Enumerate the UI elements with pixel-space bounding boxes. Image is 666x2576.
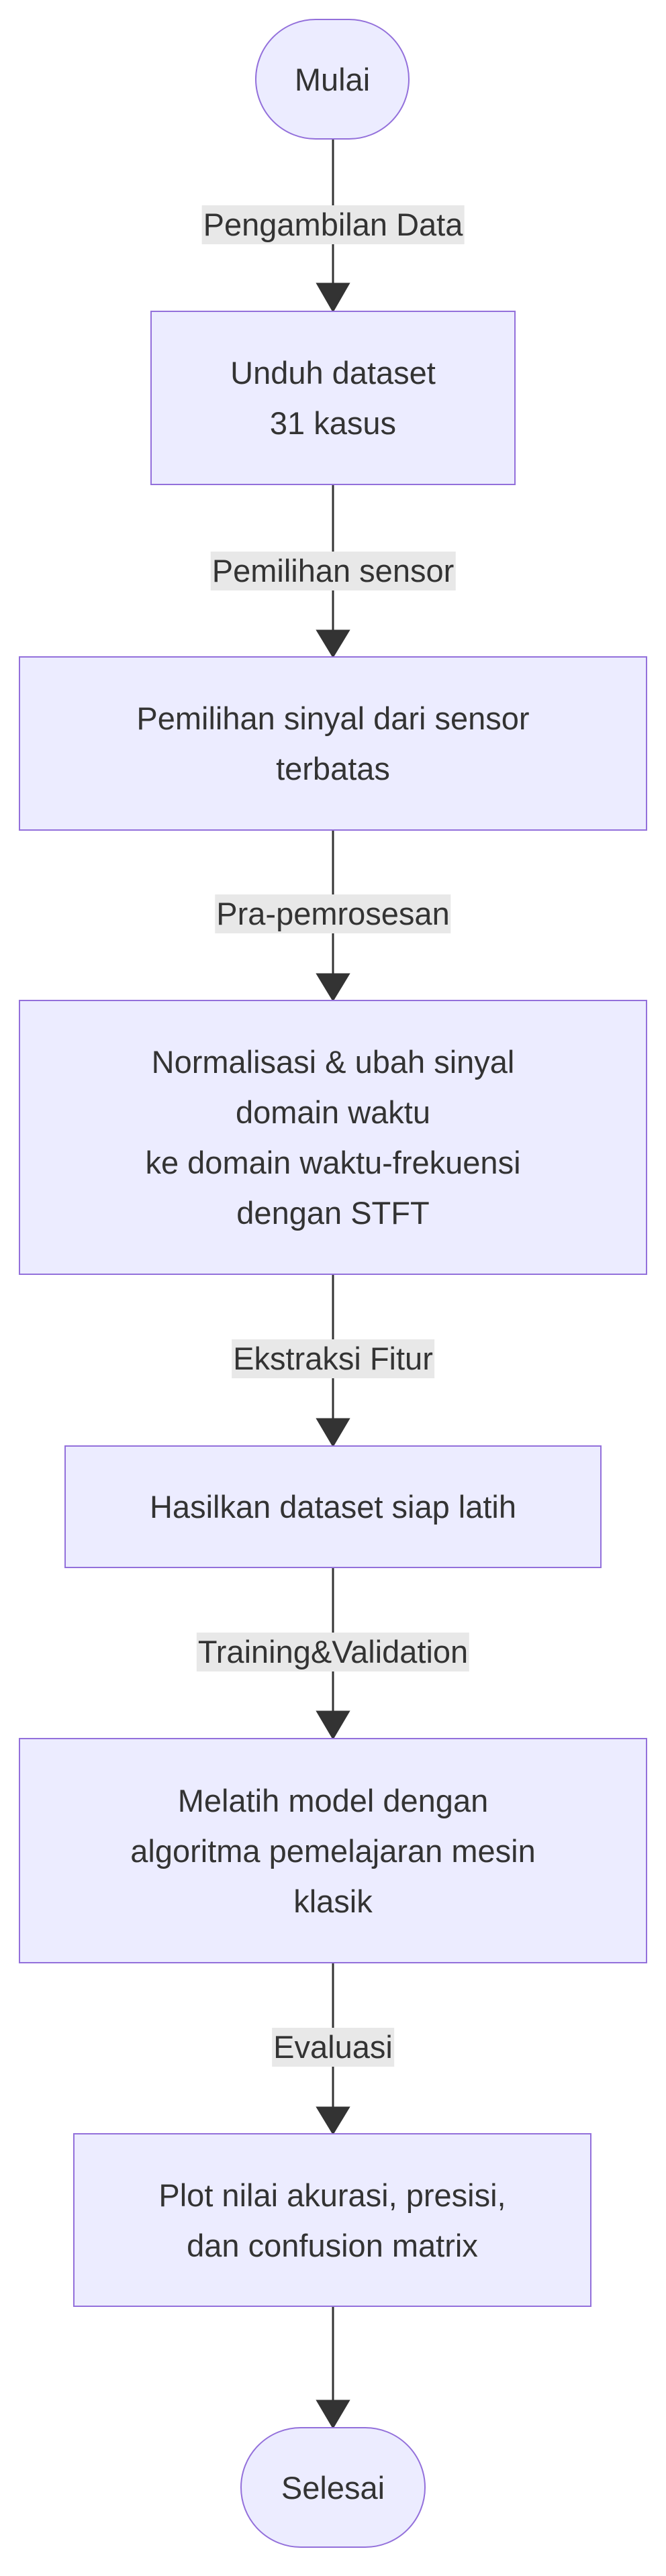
arrowhead — [316, 973, 350, 1002]
dataset-node: Hasilkan dataset siap latih — [64, 1445, 602, 1568]
plot-label-line: dan confusion matrix — [187, 2227, 478, 2263]
start-node: Mulai — [255, 19, 410, 140]
edge-label-training-validation: Training&Validation — [196, 1633, 470, 1671]
normalize-node: Normalisasi & ubah sinyal domain waktu k… — [19, 1000, 647, 1275]
download-label-line: 31 kasus — [269, 405, 397, 441]
edge-label-evaluasi: Evaluasi — [272, 2028, 394, 2067]
select-node: Pemilihan sinyal dari sensor terbatas — [19, 656, 647, 831]
edge-label-pra-pemrosesan: Pra-pemrosesan — [215, 894, 451, 933]
edge-label-pengambilan-data: Pengambilan Data — [201, 205, 465, 244]
arrowhead — [316, 1710, 350, 1740]
arrowhead — [316, 2400, 350, 2429]
train-node: Melatih model dengan algoritma pemelajar… — [19, 1738, 647, 1963]
normalize-label-line: domain waktu — [235, 1094, 430, 1130]
arrowhead — [316, 282, 350, 313]
plot-node: Plot nilai akurasi, presisi, dan confusi… — [73, 2133, 591, 2307]
train-label-line: klasik — [293, 1883, 373, 1919]
start-label: Mulai — [294, 61, 371, 97]
edge-label-pemilihan-sensor: Pemilihan sensor — [210, 552, 456, 590]
end-label: Selesai — [281, 2469, 385, 2506]
train-label-line: algoritma pemelajaran mesin — [130, 1833, 536, 1869]
arrowhead — [316, 1418, 350, 1447]
arrowhead — [316, 629, 350, 658]
end-node: Selesai — [240, 2427, 426, 2548]
download-label-line: Unduh dataset — [230, 355, 436, 391]
arrowhead — [316, 2106, 350, 2135]
dataset-label-line: Hasilkan dataset siap latih — [149, 1489, 517, 1525]
normalize-label-line: Normalisasi & ubah sinyal — [151, 1044, 515, 1080]
plot-label-line: Plot nilai akurasi, presisi, — [158, 2177, 506, 2213]
select-label-line: Pemilihan sinyal dari sensor — [136, 701, 530, 736]
edge-label-ekstraksi-fitur: Ekstraksi Fitur — [232, 1339, 434, 1378]
select-label-line: terbatas — [276, 751, 390, 786]
train-label-line: Melatih model dengan — [177, 1782, 489, 1818]
normalize-label-line: ke domain waktu-frekuensi — [145, 1145, 521, 1180]
normalize-label-line: dengan STFT — [236, 1195, 430, 1231]
download-node: Unduh dataset 31 kasus — [150, 311, 516, 485]
